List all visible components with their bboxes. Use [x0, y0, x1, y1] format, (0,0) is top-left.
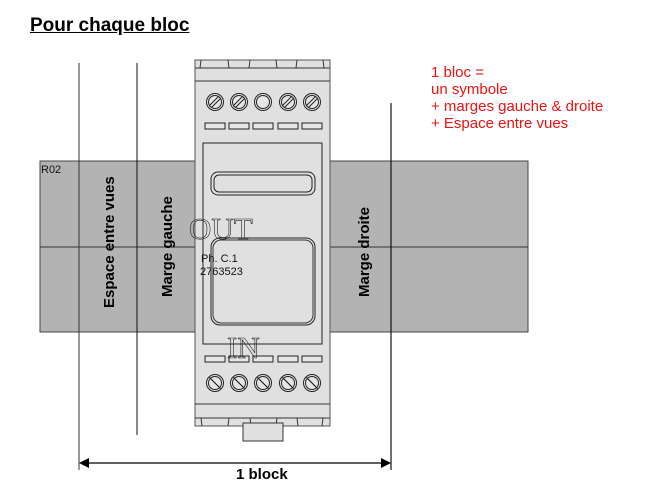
screw-terminal-icon — [206, 93, 224, 111]
bottom-terminal-row — [206, 374, 321, 392]
label-slot — [228, 355, 250, 363]
front-panel — [202, 142, 323, 345]
screw-slot — [306, 96, 316, 106]
screw-slot — [308, 379, 318, 389]
screw-slot — [308, 98, 318, 108]
terminal-outer-ring — [303, 93, 321, 111]
block-dimension: 1 block — [79, 458, 391, 483]
screw-terminal-icon — [303, 93, 321, 111]
space-between-views-label: Espace entre vues — [101, 176, 118, 308]
screw-slot — [209, 96, 219, 106]
screw-slot — [284, 98, 294, 108]
screw-slot — [259, 379, 269, 389]
label-slot — [204, 355, 226, 363]
terminal-outer-ring — [230, 93, 248, 111]
din-clip — [242, 422, 284, 442]
definition-note: 1 bloc = un symbole + marges gauche & dr… — [431, 64, 603, 132]
terminal-inner-ring — [232, 376, 246, 390]
terminal-inner-ring — [305, 95, 319, 109]
terminal-outer-ring — [279, 93, 297, 111]
label-window — [210, 237, 316, 326]
screw-terminal-icon — [279, 374, 297, 392]
display-window — [210, 171, 316, 196]
screw-terminal-icon — [230, 93, 248, 111]
label-slot — [252, 355, 274, 363]
screw-slot — [282, 96, 292, 106]
label-slot — [252, 122, 274, 130]
top-label-slots — [204, 122, 323, 130]
top-rail-ticks — [199, 59, 325, 69]
terminal-inner-ring — [281, 95, 295, 109]
screw-slot — [211, 379, 221, 389]
input-label: IN — [227, 330, 260, 365]
note-line: + Espace entre vues — [431, 115, 569, 132]
right-margin-label: Marge droite — [356, 207, 373, 297]
screw-terminal-icon — [279, 93, 297, 111]
terminal-inner-ring — [305, 376, 319, 390]
terminal-inner-ring — [281, 376, 295, 390]
note-line: un symbole — [431, 81, 508, 98]
output-label: OUT — [189, 211, 253, 246]
screw-slot — [233, 96, 243, 106]
screw-slot — [284, 379, 294, 389]
terminal-inner-ring — [232, 95, 246, 109]
label-slot — [301, 355, 323, 363]
note-line: 1 bloc = — [431, 64, 484, 81]
terminal-inner-ring — [208, 95, 222, 109]
screw-slot — [235, 98, 245, 108]
label-slot — [228, 122, 250, 130]
screw-terminal-icon — [206, 374, 224, 392]
screw-terminal-icon — [254, 374, 272, 392]
terminal-outer-ring — [206, 93, 224, 111]
screw-terminal-icon — [230, 374, 248, 392]
device-name: Ph. C.1 — [201, 253, 238, 265]
dimension-label: 1 block — [236, 466, 288, 483]
label-slot — [277, 355, 299, 363]
row-label: R02 — [41, 164, 61, 176]
terminal-inner-ring — [256, 376, 270, 390]
label-window-inner — [212, 239, 314, 324]
screw-slot — [235, 379, 245, 389]
display-window-inner — [213, 174, 313, 193]
device-module — [194, 59, 331, 442]
terminal-outer-ring — [254, 93, 272, 111]
label-slot — [301, 122, 323, 130]
page-heading: Pour chaque bloc — [30, 15, 190, 36]
note-line: + marges gauche & droite — [431, 98, 604, 115]
screw-terminal-icon — [303, 374, 321, 392]
label-slot — [204, 122, 226, 130]
empty-terminal-icon — [254, 93, 272, 111]
terminal-inner-ring — [256, 95, 270, 109]
device-part-number: 2763523 — [200, 266, 243, 278]
right-arrowhead-icon — [381, 458, 391, 468]
top-terminal-row — [206, 93, 321, 111]
label-slot — [277, 122, 299, 130]
bottom-label-slots — [204, 355, 323, 363]
left-arrowhead-icon — [79, 458, 89, 468]
screw-slot — [211, 98, 221, 108]
terminal-inner-ring — [208, 376, 222, 390]
left-margin-label: Marge gauche — [159, 196, 176, 297]
